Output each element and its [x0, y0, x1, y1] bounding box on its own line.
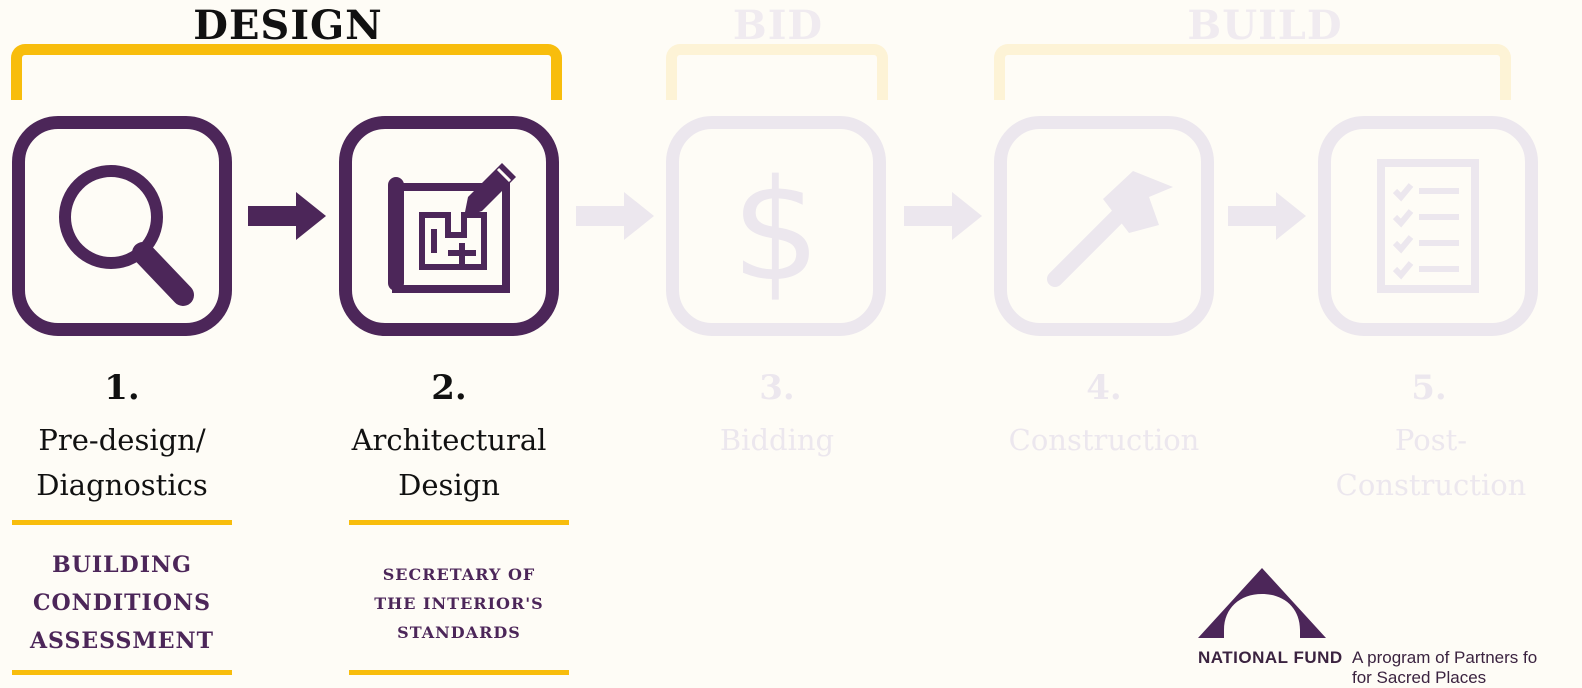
checklist-icon [1377, 159, 1479, 293]
doc-2-line1: SECRETARY OF [382, 565, 536, 584]
step-2-label-line1: Architectural [351, 423, 547, 457]
step-1-tile [12, 116, 232, 336]
step-3-tile: $ [666, 116, 886, 336]
doc-1-line2: CONDITIONS [33, 590, 211, 616]
doc-1-line3: ASSESSMENT [29, 628, 215, 654]
step-4-number: 4. [1086, 368, 1122, 408]
step-2-tile [339, 116, 559, 336]
step-4-tile [994, 116, 1214, 336]
phase-label-build: BUILD [1187, 2, 1343, 49]
step-4-label-line1: Construction [1008, 423, 1200, 457]
doc-2-line2: THE INTERIOR'S [374, 594, 544, 613]
step-5-label-line1: Post-Construction [1335, 423, 1527, 502]
logo-name: NATIONAL FUND [1198, 648, 1343, 667]
step-2-label-line2: Design [398, 468, 500, 502]
step-1-label: Pre-design/ Diagnostics [7, 418, 237, 508]
step-5-tile [1318, 116, 1538, 336]
phase-label-design: DESIGN [193, 2, 383, 49]
step-2-number: 2. [431, 368, 467, 408]
step-5-number: 5. [1411, 368, 1447, 408]
arrow-icon [576, 192, 654, 240]
bid-bracket [666, 44, 888, 100]
step-2-bottom-divider [349, 670, 569, 675]
phase-label-bid: BID [732, 2, 824, 49]
secretary-of-interior-standards: SECRETARY OF THE INTERIOR'S STANDARDS [334, 560, 584, 647]
step-3-label-line1: Bidding [719, 423, 835, 457]
step-1-number: 1. [104, 368, 140, 408]
build-bracket [994, 44, 1511, 100]
step-4-label: Construction [989, 418, 1219, 463]
arrow-icon [1228, 192, 1306, 240]
logo-tagline: A program of Partners fo [1352, 648, 1538, 667]
step-5-label: Post-Construction [1300, 418, 1562, 508]
step-1-label-line1: Pre-design/ [38, 423, 206, 457]
national-fund-logo-icon [1198, 568, 1326, 638]
svg-text:$: $ [731, 150, 820, 313]
step-1-divider [12, 520, 232, 525]
building-conditions-assessment: BUILDING CONDITIONS ASSESSMENT [2, 546, 242, 660]
step-1-label-line2: Diagnostics [36, 468, 208, 502]
step-2-label: Architectural Design [334, 418, 564, 508]
step-3-number: 3. [759, 368, 795, 408]
step-2-divider [349, 520, 569, 525]
dollar-sign-icon: $ [731, 150, 820, 313]
hammer-icon [1047, 171, 1173, 287]
arrow-icon [904, 192, 982, 240]
logo-tagline-continued: for Sacred Places [1352, 668, 1487, 687]
blueprint-pencil-icon [388, 163, 516, 293]
step-3-label: Bidding [662, 418, 892, 463]
doc-2-line3: STANDARDS [397, 623, 521, 642]
step-1-bottom-divider [12, 670, 232, 675]
magnifying-glass-icon [59, 165, 194, 306]
design-bracket [11, 44, 562, 100]
arrow-icon [248, 192, 326, 240]
doc-1-line1: BUILDING [52, 552, 192, 578]
